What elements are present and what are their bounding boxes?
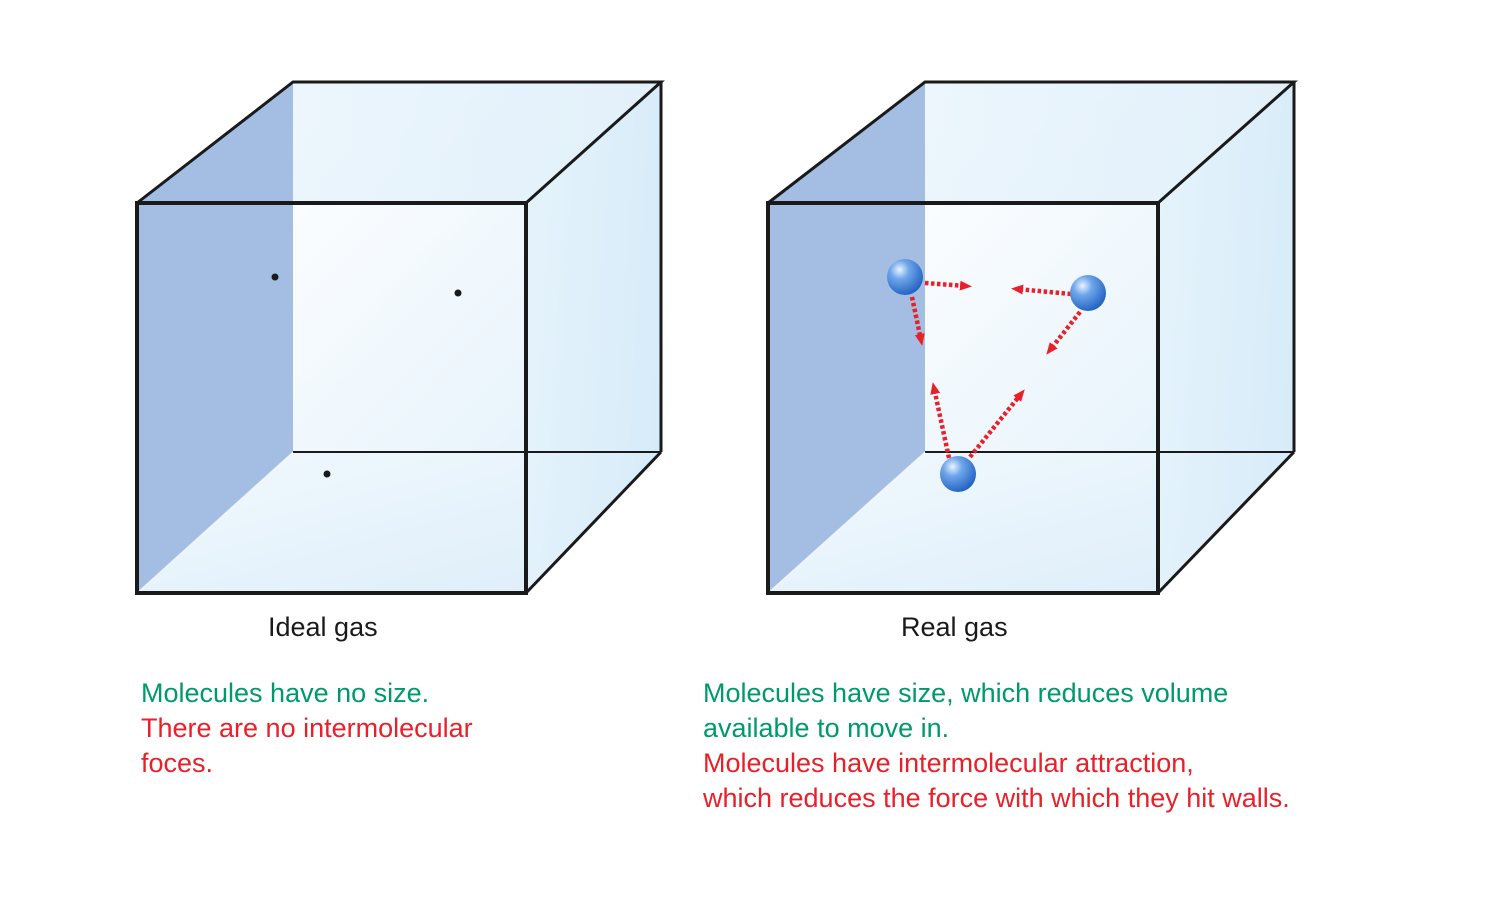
- ideal-right-wall: [526, 82, 661, 593]
- real-description-line: which reduces the force with which they …: [703, 783, 1290, 813]
- real-molecule-sphere: [887, 259, 923, 295]
- ideal-front-frame: [135, 201, 528, 595]
- real-gas-label: Real gas: [901, 612, 1008, 642]
- attraction-arrow: [924, 280, 972, 291]
- real-gas-description: Molecules have size, which reduces volum…: [703, 676, 1290, 816]
- real-front-frame: [766, 201, 1160, 595]
- attraction-arrow: [1046, 310, 1082, 355]
- attraction-arrow: [968, 389, 1025, 459]
- ideal-gas-label: Ideal gas: [268, 612, 378, 642]
- real-left-wall: [768, 82, 925, 593]
- ideal-description-line: Molecules have no size.: [141, 678, 430, 708]
- real-description-line: Molecules have intermolecular attraction…: [703, 748, 1194, 778]
- attraction-arrow: [1011, 284, 1072, 297]
- attraction-arrows: [909, 280, 1082, 459]
- real-molecule-sphere: [940, 456, 976, 492]
- ideal-point-molecule: [323, 470, 331, 478]
- ideal-left-wall: [137, 82, 293, 593]
- ideal-description-line: foces.: [141, 748, 214, 778]
- real-right-wall: [1158, 82, 1294, 593]
- real-description-line: Molecules have size, which reduces volum…: [703, 678, 1229, 708]
- attraction-arrow: [909, 296, 925, 346]
- ideal-point-molecule: [454, 289, 462, 297]
- real-molecule-sphere: [1070, 275, 1106, 311]
- ideal-gas-cube: [135, 80, 665, 595]
- ideal-gas-description: Molecules have no size. There are no int…: [141, 676, 473, 781]
- ideal-description-line: There are no intermolecular: [141, 713, 473, 743]
- ideal-point-molecule: [271, 273, 279, 281]
- real-description-line: available to move in.: [703, 713, 950, 743]
- real-gas-cube: [766, 80, 1298, 595]
